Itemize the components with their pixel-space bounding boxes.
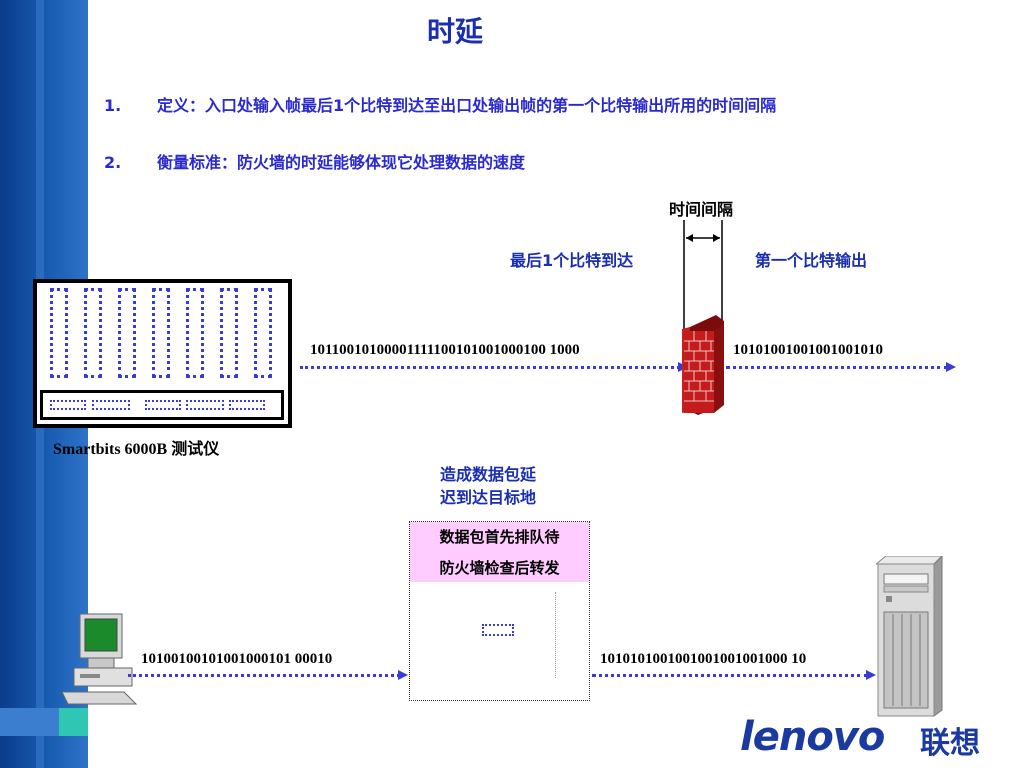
server-icon <box>876 556 943 717</box>
lenovo-logo-cn: 联想 <box>920 726 980 761</box>
queue-header <box>410 522 589 582</box>
bullet-1-text: 定义：入口处输入帧最后1个比特到达至出口处输出帧的第一个比特输出所用的时间间隔 <box>157 96 777 115</box>
device-port <box>92 400 130 410</box>
delay-label-line2: 迟到达目标地 <box>440 488 537 507</box>
device-port <box>229 400 265 410</box>
device-port <box>186 400 224 410</box>
bullet-1-number: 1. <box>104 96 122 115</box>
input-bit-stream-top: 10110010100001111100101001000100 1000 <box>310 342 580 358</box>
output-bit-stream-top: 10101001001001001010 <box>733 342 883 358</box>
first-bit-output-label: 第一个比特输出 <box>755 251 868 270</box>
input-stream-line <box>300 366 680 369</box>
device-port-panel <box>40 390 284 420</box>
computer-icon <box>61 613 138 705</box>
delay-label-line1: 造成数据包延 <box>440 465 537 484</box>
firewall-icon <box>682 315 724 415</box>
device-slot <box>50 288 68 378</box>
device-slot <box>254 288 272 378</box>
input-bit-stream-bottom: 10100100101001000101 00010 <box>141 651 333 667</box>
device-port <box>50 400 86 410</box>
device-slot <box>118 288 136 378</box>
slide-title: 时延 <box>426 15 483 48</box>
bottom-output-arrow-head <box>866 670 876 680</box>
lenovo-logo: lenovo <box>740 714 885 760</box>
left-corner-block <box>0 708 59 736</box>
output-bit-stream-bottom: 1010101001001001001001000 10 <box>600 651 807 667</box>
device-slot <box>84 288 102 378</box>
bottom-output-line <box>592 674 868 677</box>
bottom-input-arrow-head <box>398 670 408 680</box>
output-stream-line <box>726 366 948 369</box>
device-slot <box>152 288 170 378</box>
bullet-2-number: 2. <box>104 153 122 172</box>
queue-text-line2: 防火墙检查后转发 <box>439 559 560 577</box>
device-slot <box>220 288 238 378</box>
queue-text-line1: 数据包首先排队待 <box>439 528 560 546</box>
last-bit-arrive-label: 最后1个比特到达 <box>510 251 634 270</box>
device-port <box>145 400 181 410</box>
queue-divider <box>555 592 557 678</box>
time-interval-label: 时间间隔 <box>669 200 734 219</box>
bullet-2-text: 衡量标准：防火墙的时延能够体现它处理数据的速度 <box>157 153 526 172</box>
output-arrow-head <box>946 362 956 372</box>
device-slot <box>186 288 204 378</box>
device-label: Smartbits 6000B 测试仪 <box>53 441 220 458</box>
queued-packet <box>482 624 514 636</box>
bottom-input-line <box>128 674 400 677</box>
left-teal-square <box>59 708 88 736</box>
